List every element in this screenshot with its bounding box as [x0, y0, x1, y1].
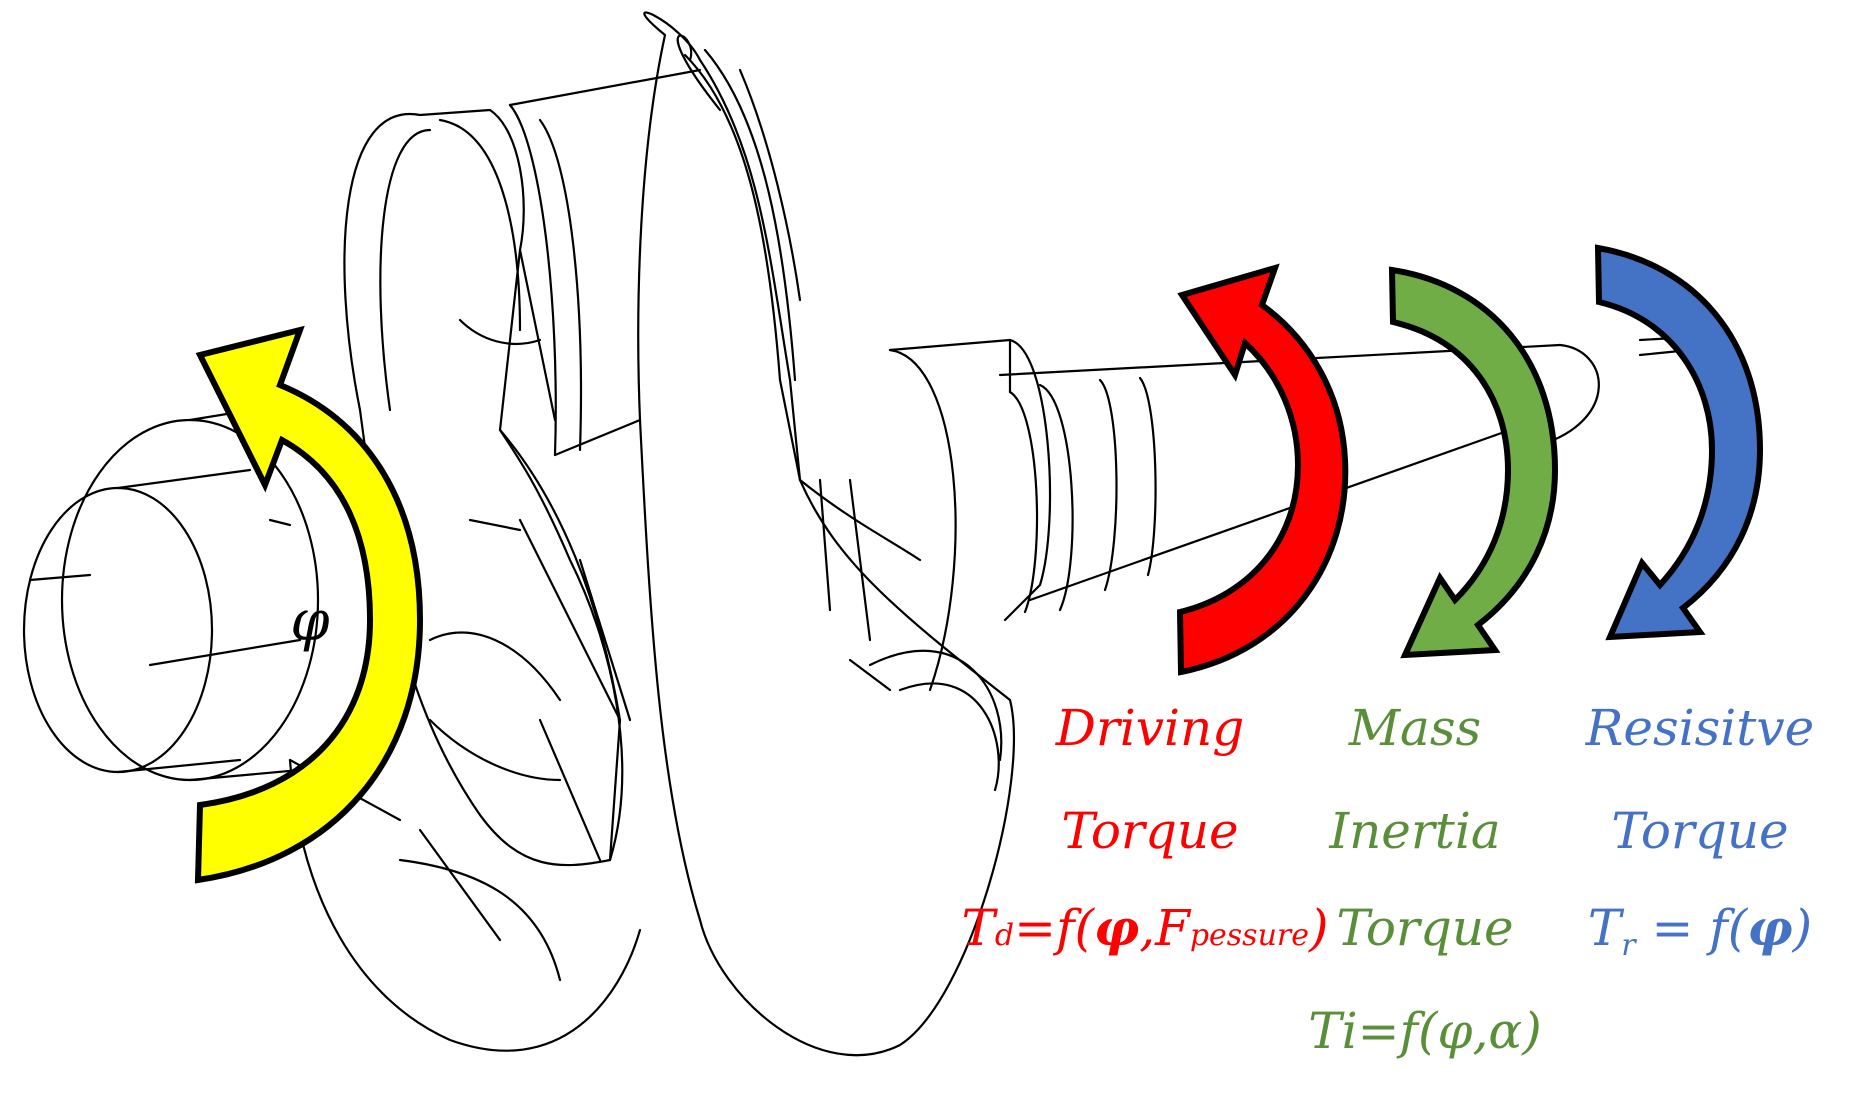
front-journal	[22, 400, 320, 782]
driving-torque-arrow-icon	[1176, 263, 1349, 676]
resistive-torque-label: Resisitve Torque Tr = f(φ)	[1585, 699, 1814, 963]
inertia-torque-arrow-icon	[1388, 266, 1559, 659]
driving-label-line2: Torque	[1061, 802, 1238, 860]
angle-arrow-icon	[194, 325, 424, 884]
crankshaft-drawing	[22, 11, 1712, 1057]
inertia-label-line3: Torque	[1336, 899, 1513, 957]
resistive-label-line2: Torque	[1611, 802, 1788, 860]
inertia-formula: Ti=f(φ,α)	[1308, 1002, 1541, 1060]
driving-label-line1: Driving	[1055, 699, 1244, 757]
driving-torque-label: Driving Torque Td=f(φ,Fpessure)	[961, 699, 1328, 957]
driving-formula: Td=f(φ,Fpessure)	[961, 898, 1328, 957]
right-crank-web	[637, 11, 1015, 1057]
resistive-label-line1: Resisitve	[1585, 699, 1814, 757]
crank-pin	[508, 68, 702, 457]
resistive-formula: Tr = f(φ)	[1588, 898, 1812, 963]
left-crank-web	[288, 108, 642, 1052]
angle-label: φ	[290, 589, 329, 654]
inertia-label-line2: Inertia	[1328, 802, 1500, 860]
resistive-torque-arrow-icon	[1594, 244, 1764, 641]
inertia-torque-label: Mass Inertia Torque Ti=f(φ,α)	[1308, 699, 1541, 1060]
inertia-label-line1: Mass	[1348, 699, 1481, 757]
